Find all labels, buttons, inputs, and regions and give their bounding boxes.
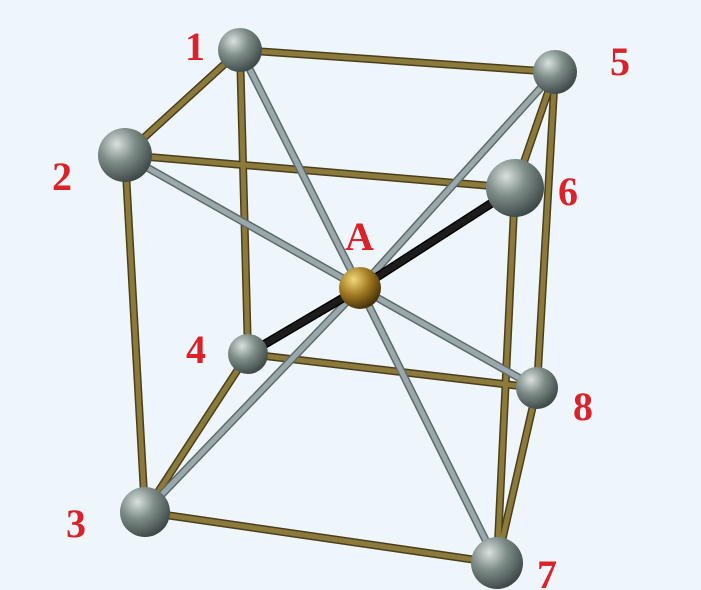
center-bond-4 [245,285,363,357]
atom-label-5: 5 [610,39,630,84]
frame-edge-5-8 [534,69,558,391]
atom-7 [471,537,523,589]
center-bonds [121,46,559,567]
atom-5 [533,50,577,94]
center-atom [339,267,381,309]
atom-label-2: 2 [52,154,72,199]
frame-edge-2-3 [122,152,148,515]
atom-label-4: 4 [186,327,206,372]
center-bond-5 [357,69,558,291]
center-bond-1 [237,47,363,291]
frame-edge-1-4 [237,47,251,357]
center-atom-label: A [345,214,374,259]
atom-label-3: 3 [66,501,86,546]
atom-3 [120,487,170,537]
frame-edge-1-5 [237,47,558,75]
center-bond-3 [142,285,363,515]
center-bond-7 [357,285,500,566]
atom-labels: 1 2 3 4 5 6 7 8 A [52,24,630,590]
center-bond-8 [357,285,540,391]
atom-label-6: 6 [558,169,578,214]
atom-label-7: 7 [537,552,557,590]
atom-label-1: 1 [185,24,205,69]
frame-edge-8-7 [494,385,540,566]
center-bond-2 [122,152,363,291]
center-bond-6 [357,185,518,291]
frame-edge-4-3 [142,351,251,515]
frame-edge-3-7 [142,509,500,566]
atom-1 [218,28,262,72]
frame-edge-6-7 [494,185,518,566]
atom-4 [228,334,268,374]
atom-8 [516,367,558,409]
atom-2 [98,128,152,182]
atom-label-8: 8 [573,384,593,429]
atom-6 [486,159,544,217]
atoms [98,28,577,589]
